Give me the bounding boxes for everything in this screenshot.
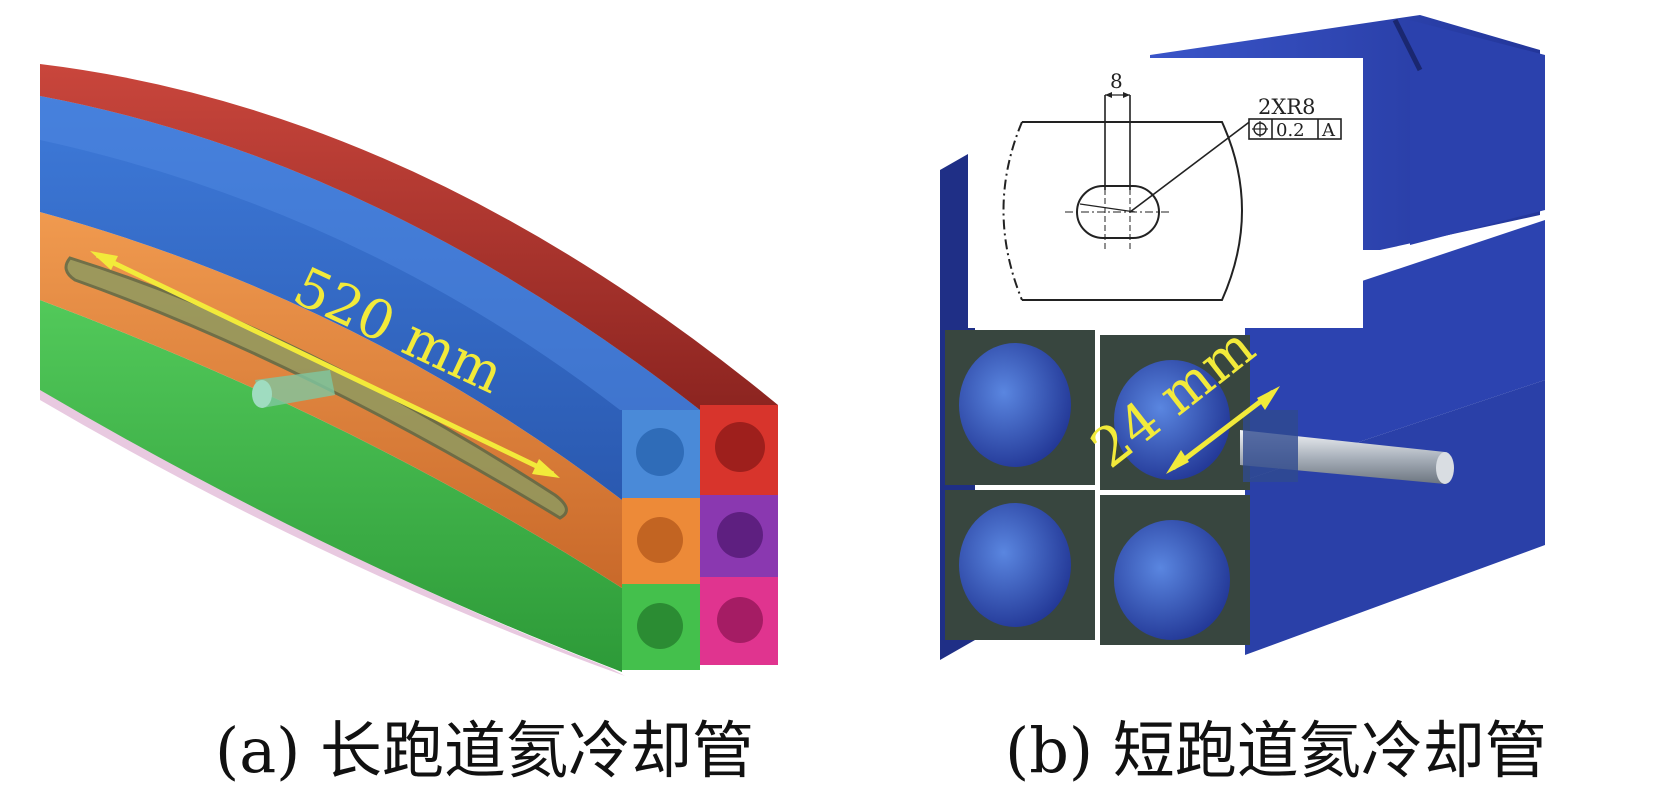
end-block-orange [622, 498, 700, 584]
caption-a: (a) 长跑道氦冷却管 [215, 714, 755, 787]
plate-outline [1022, 121, 1243, 301]
short-tube-model: 24 mm 8 [940, 15, 1545, 660]
end-block-green [622, 584, 700, 670]
red-layer [40, 64, 778, 410]
length-dimension-arrow [90, 251, 560, 478]
channel-inlet-pipe [255, 370, 335, 408]
blue-layer [40, 96, 700, 500]
inset-drawing: 8 2XR8 0.2 A [968, 58, 1363, 328]
tolerance-value: 0.2 [1276, 120, 1305, 141]
top-right-block-face [1410, 20, 1545, 245]
middle-right-block [1245, 220, 1545, 480]
long-tube-model: 520 mm [40, 64, 778, 676]
steel-cooling-pipe [1240, 410, 1454, 484]
front-face-bottom-right [1100, 495, 1250, 645]
slot-width-label: 8 [1110, 69, 1123, 93]
end-block-magenta [700, 577, 778, 665]
plate-left-arc [1002, 121, 1023, 301]
end-block-blue [622, 410, 700, 498]
diameter-dimension-arrow [1166, 386, 1280, 474]
blue-top-face [40, 96, 700, 410]
green-layer [40, 300, 622, 672]
lower-right-block [1245, 380, 1545, 655]
channel-inlet-end [252, 380, 272, 408]
front-face-top-left [945, 330, 1095, 485]
front-face-bottom-left [945, 490, 1095, 640]
end-block-purple [700, 495, 778, 577]
end-block-red [700, 405, 778, 495]
caption-b: (b) 短跑道氦冷却管 [1005, 714, 1547, 787]
datum-label: A [1321, 120, 1336, 141]
radius-note: 2XR8 [1258, 95, 1315, 119]
